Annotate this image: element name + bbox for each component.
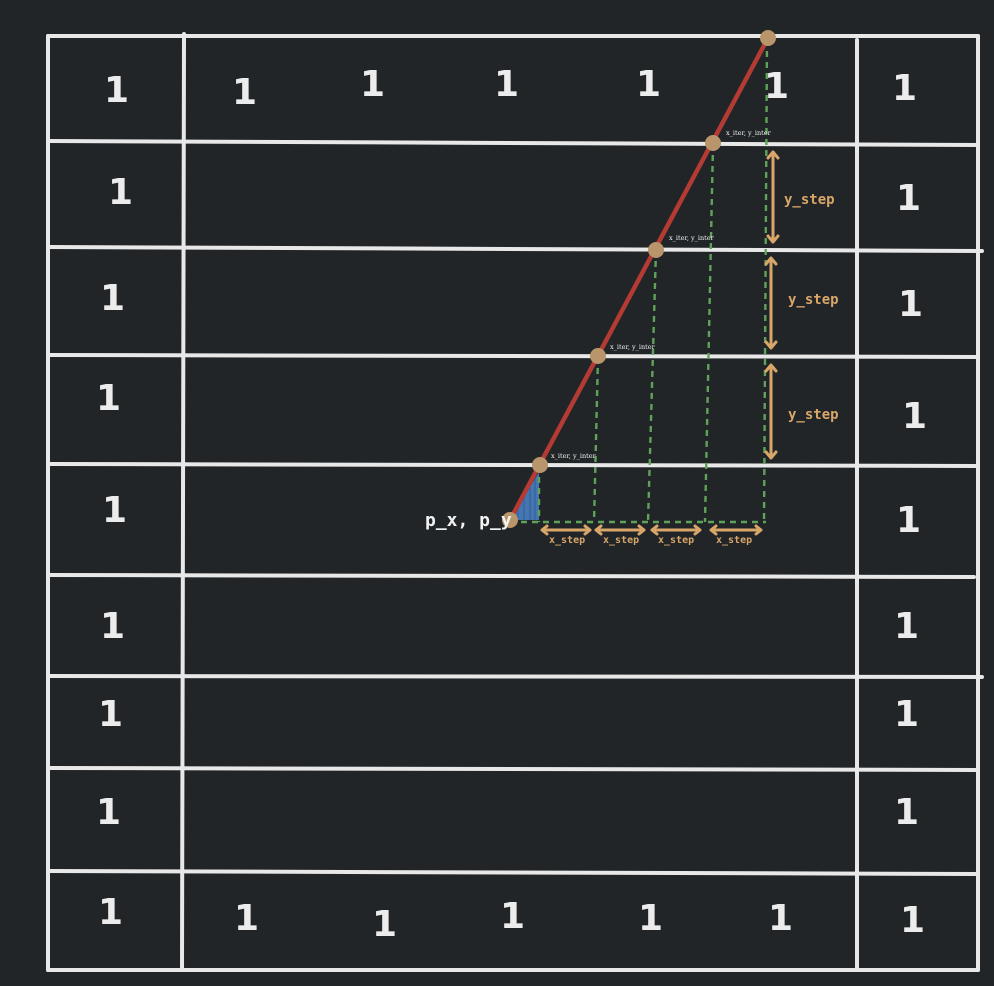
x-step-label: x_step bbox=[658, 535, 694, 546]
x-step-arrows: x_step x_step x_step x_step bbox=[540, 524, 763, 546]
dashed-vertical-2 bbox=[592, 356, 600, 523]
intersection-point bbox=[590, 348, 606, 364]
intersection-point bbox=[705, 135, 721, 151]
origin-label: p_x, p_y bbox=[425, 510, 512, 531]
origin-point bbox=[502, 512, 518, 528]
wall-cell: 1 bbox=[494, 64, 519, 105]
wall-cell: 1 bbox=[894, 694, 919, 735]
grid-hline-6 bbox=[46, 674, 984, 679]
wall-cell: 1 bbox=[636, 64, 661, 105]
x-step-arrow bbox=[594, 524, 646, 536]
wall-cell: 1 bbox=[896, 178, 921, 219]
wall-cell: 1 bbox=[764, 66, 789, 107]
grid-hline-7 bbox=[46, 766, 980, 772]
wall-cell: 1 bbox=[98, 892, 123, 933]
wall-cell: 1 bbox=[900, 900, 925, 941]
x-step-label: x_step bbox=[716, 535, 752, 546]
dashed-vertical-4 bbox=[703, 143, 715, 523]
intersection-label: x_iter, y_inter bbox=[610, 343, 656, 351]
grid-vline-inner-left bbox=[180, 32, 186, 972]
grid-hline-2 bbox=[46, 245, 984, 253]
wall-cell: 1 bbox=[234, 898, 259, 939]
wall-cell: 1 bbox=[360, 64, 385, 105]
intersection-point bbox=[760, 30, 776, 46]
map-grid bbox=[46, 32, 984, 972]
wall-cell: 1 bbox=[894, 606, 919, 647]
y-step-label: y_step bbox=[788, 407, 839, 423]
y-step-arrows: y_step y_step y_step bbox=[764, 150, 839, 460]
ray bbox=[507, 35, 771, 523]
y-step-arrow bbox=[766, 150, 780, 244]
y-step-arrow bbox=[764, 256, 778, 350]
wall-cell: 1 bbox=[108, 172, 133, 213]
y-step-arrow bbox=[764, 363, 778, 460]
dashed-vertical-3 bbox=[646, 249, 658, 523]
wall-cell: 1 bbox=[102, 490, 127, 531]
y-step-label: y_step bbox=[788, 292, 839, 308]
wall-cell: 1 bbox=[902, 396, 927, 437]
dashed-vertical-5 bbox=[762, 39, 769, 523]
x-step-arrow bbox=[709, 524, 763, 536]
intersection-point bbox=[648, 242, 664, 258]
wall-cell: 1 bbox=[96, 378, 121, 419]
wall-cell: 1 bbox=[638, 898, 663, 939]
intersection-label: x_iter, y_inter bbox=[551, 452, 597, 460]
wall-cell: 1 bbox=[372, 904, 397, 945]
wall-cell: 1 bbox=[232, 72, 257, 113]
wall-cell: 1 bbox=[98, 694, 123, 735]
wall-cell: 1 bbox=[768, 898, 793, 939]
grid-hline-3 bbox=[46, 353, 980, 359]
wall-cell: 1 bbox=[500, 896, 525, 937]
dashed-guides bbox=[510, 39, 769, 524]
intersection-label: x_iter, y_inter bbox=[669, 234, 715, 242]
intersection-points bbox=[502, 30, 776, 528]
x-step-label: x_step bbox=[603, 535, 639, 546]
wall-cell: 1 bbox=[104, 70, 129, 111]
intersection-point bbox=[532, 457, 548, 473]
wall-cell: 1 bbox=[100, 606, 125, 647]
wall-cell: 1 bbox=[96, 792, 121, 833]
wall-cell: 1 bbox=[898, 284, 923, 325]
angle-wedge-hatch bbox=[517, 478, 536, 520]
x-step-arrow bbox=[650, 524, 702, 536]
intersection-labels: x_iter, y_inter x_iter, y_inter x_iter, … bbox=[551, 129, 772, 460]
wall-cell: 1 bbox=[892, 68, 917, 109]
grid-hline-8 bbox=[46, 869, 980, 876]
intersection-label: x_iter, y_inter bbox=[726, 129, 772, 137]
wall-cell: 1 bbox=[894, 792, 919, 833]
grid-hline-5 bbox=[46, 573, 976, 579]
grid-hline-1 bbox=[46, 139, 980, 147]
wall-cell: 1 bbox=[896, 500, 921, 541]
y-step-label: y_step bbox=[784, 192, 835, 208]
wall-cells: 1 1 1 1 1 1 1 1 1 1 1 1 1 1 1 1 1 1 1 1 … bbox=[96, 64, 927, 945]
wall-cell: 1 bbox=[100, 278, 125, 319]
grid-hline-4 bbox=[46, 462, 980, 468]
x-step-label: x_step bbox=[549, 535, 585, 546]
x-step-arrow bbox=[540, 524, 592, 536]
